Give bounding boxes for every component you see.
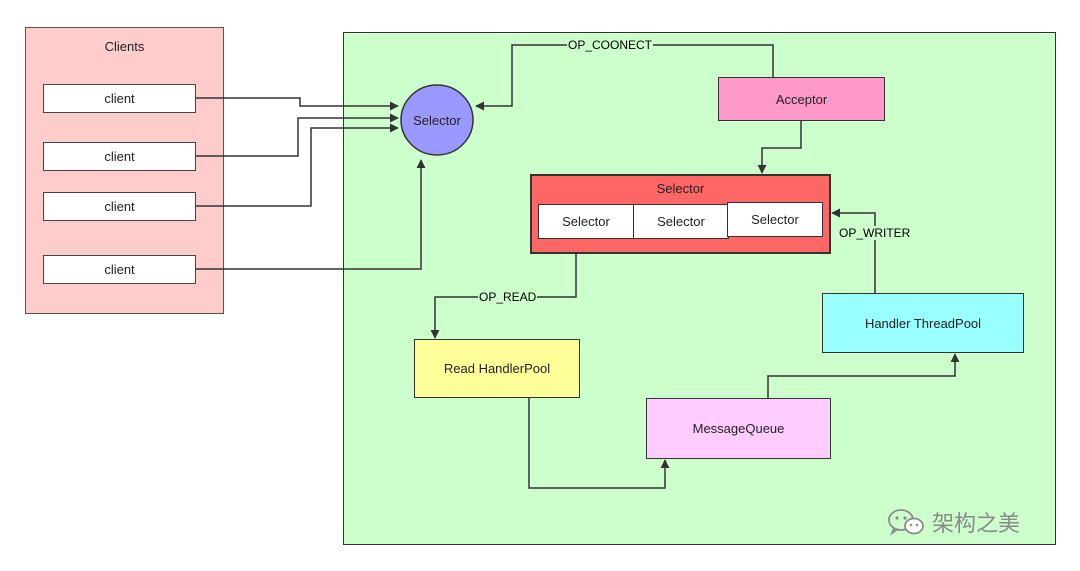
client2-to-selector-wire xyxy=(196,113,399,157)
client-box-3: client xyxy=(43,192,196,221)
client-box-4: client xyxy=(43,255,196,284)
client3-to-selector-wire xyxy=(196,123,399,207)
acceptor-node: Acceptor xyxy=(718,77,885,121)
main-selector-label: Selector xyxy=(413,112,461,128)
client-box-2: client xyxy=(43,142,196,171)
handler-thread-pool-node: Handler ThreadPool xyxy=(822,293,1024,353)
message-queue-node: MessageQueue xyxy=(646,398,831,459)
sub-selector-1: Selector xyxy=(538,204,634,239)
watermark: 架构之美 xyxy=(886,505,1056,539)
writer-wire xyxy=(831,208,876,293)
read-handler-pool-node: Read HandlerPool xyxy=(414,339,580,398)
op-writer-label: OP_WRITER xyxy=(838,226,912,240)
connect-wire xyxy=(475,44,774,111)
clients-title: Clients xyxy=(104,38,145,54)
acceptor-to-group-wire xyxy=(757,121,802,174)
client1-to-selector-wire xyxy=(196,97,399,111)
wechat-icon xyxy=(888,509,924,536)
selector-group-title: Selector xyxy=(656,180,705,196)
sub-selector-2: Selector xyxy=(633,204,729,239)
main-selector-node xyxy=(400,84,474,156)
client-box-1: client xyxy=(43,84,196,113)
pool-to-queue-wire xyxy=(528,398,670,489)
sub-selector-3: Selector xyxy=(727,202,823,237)
client4-to-selector-wire xyxy=(196,159,426,270)
watermark-text: 架构之美 xyxy=(932,511,1021,536)
op-read-label: OP_READ xyxy=(478,290,538,304)
op-connect-label: OP_COONECT xyxy=(567,38,654,52)
queue-to-handler-wire xyxy=(767,353,960,398)
